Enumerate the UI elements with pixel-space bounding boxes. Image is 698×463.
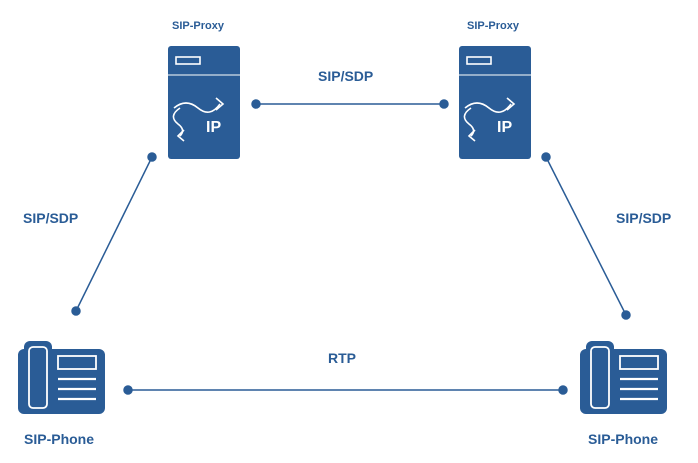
server-icon: IP — [459, 46, 531, 159]
desk-phone-icon — [580, 341, 667, 414]
proxy-left-ip-badge: IP — [206, 119, 221, 136]
link-phone-to-phone — [123, 385, 568, 395]
link-label-right-sip: SIP/SDP — [616, 210, 672, 226]
link-right-phone-to-proxy — [541, 152, 631, 320]
proxy-right-label: SIP-Proxy — [467, 20, 519, 32]
link-left-phone-to-proxy — [71, 152, 157, 316]
proxy-left-label: SIP-Proxy — [172, 20, 224, 32]
proxy-right-ip-badge: IP — [497, 119, 512, 136]
link-proxy-to-proxy — [251, 99, 449, 109]
server-icon: IP — [168, 46, 240, 159]
phone-left-label: SIP-Phone — [24, 431, 95, 447]
link-label-rtp: RTP — [328, 350, 356, 366]
desk-phone-icon — [18, 341, 105, 414]
link-label-proxy-to-proxy: SIP/SDP — [318, 68, 374, 84]
phone-right-label: SIP-Phone — [588, 431, 659, 447]
link-label-left-sip: SIP/SDP — [23, 210, 79, 226]
